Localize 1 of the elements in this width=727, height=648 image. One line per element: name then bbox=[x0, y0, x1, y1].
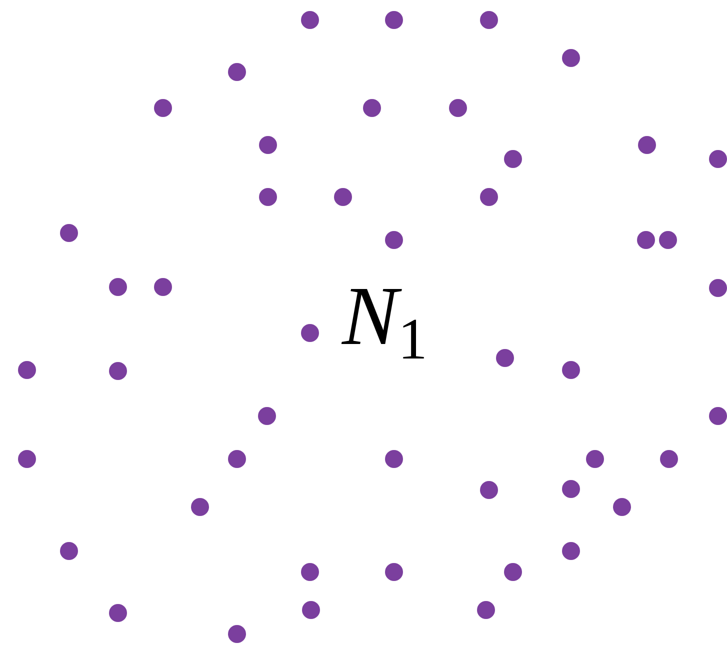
set-label: N$_{1}$ bbox=[342, 275, 428, 370]
